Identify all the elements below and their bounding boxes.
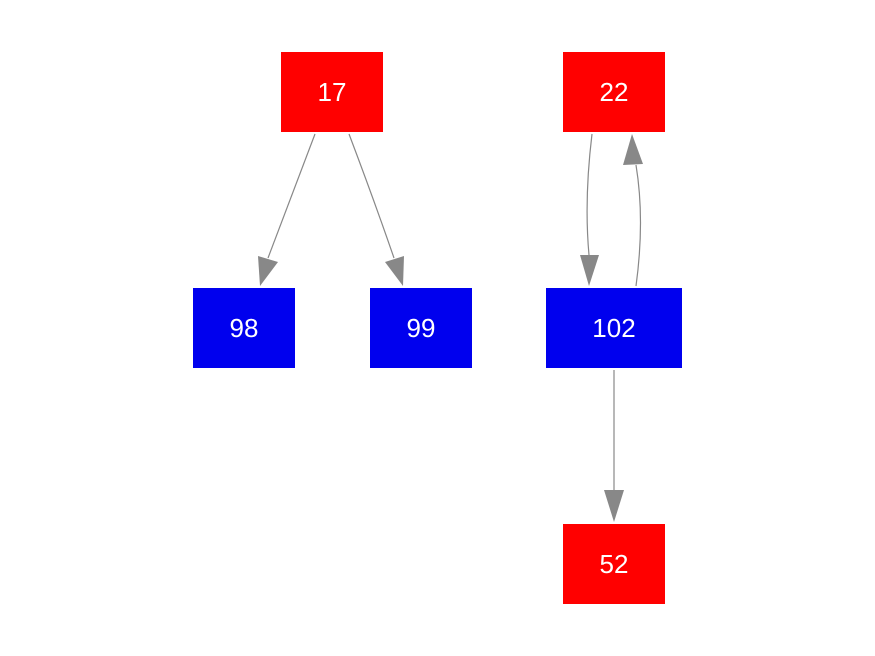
edge-102-52	[604, 370, 624, 522]
node-102[interactable]: 102	[546, 288, 682, 368]
node-22[interactable]: 22	[563, 52, 665, 132]
edge-102-22	[623, 134, 643, 287]
node-17[interactable]: 17	[281, 52, 383, 132]
edge-22-102	[580, 133, 599, 286]
arrowhead-icon	[623, 134, 643, 165]
node-label: 52	[600, 549, 629, 579]
node-label: 22	[600, 77, 629, 107]
edge-17-98	[258, 133, 316, 286]
edges	[258, 133, 643, 522]
node-label: 102	[592, 313, 635, 343]
arrowhead-icon	[258, 256, 278, 286]
arrowhead-icon	[604, 490, 624, 522]
node-label: 98	[230, 313, 259, 343]
node-label: 17	[318, 77, 347, 107]
arrowhead-icon	[580, 255, 599, 286]
arrowhead-icon	[385, 256, 404, 286]
node-99[interactable]: 99	[370, 288, 472, 368]
edge-17-99	[348, 133, 404, 286]
node-label: 99	[407, 313, 436, 343]
node-98[interactable]: 98	[193, 288, 295, 368]
node-52[interactable]: 52	[563, 524, 665, 604]
